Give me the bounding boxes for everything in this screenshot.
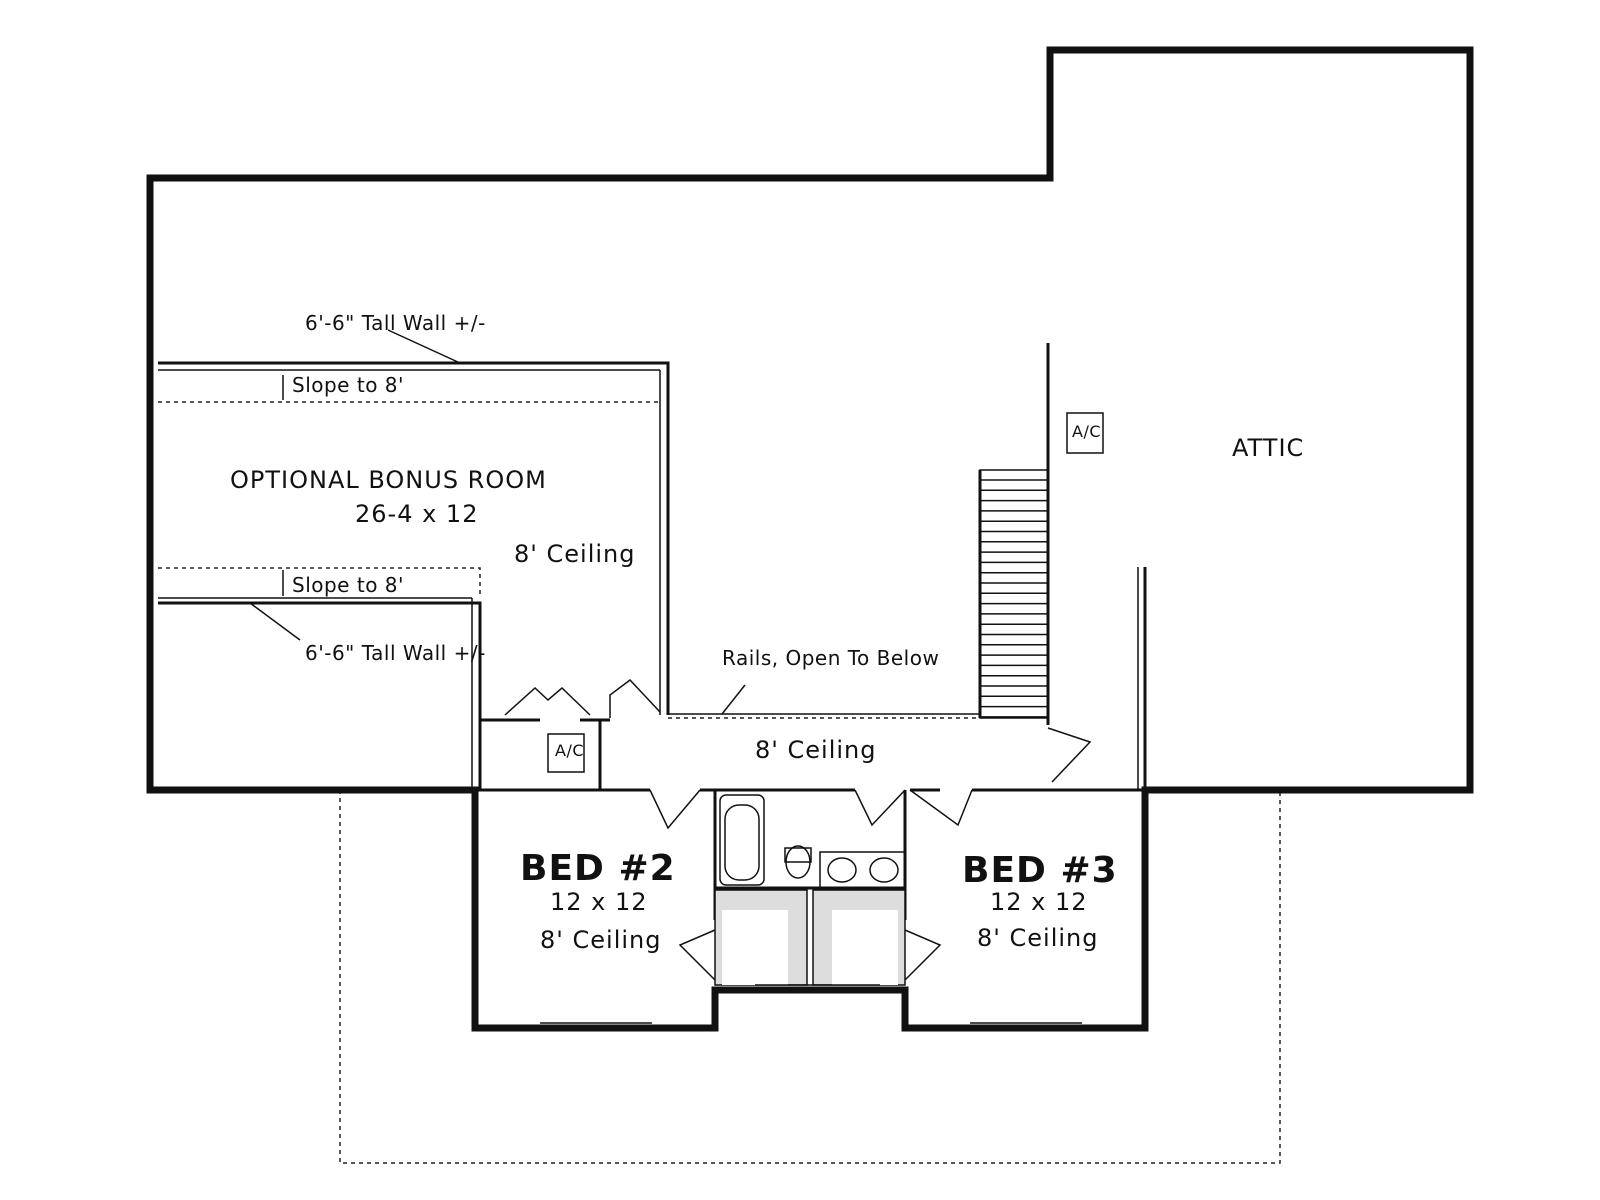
- rails-note: Rails, Open To Below: [722, 646, 939, 670]
- hall-ceiling: 8' Ceiling: [755, 736, 876, 764]
- slope-line-bottom: [158, 567, 481, 598]
- bed2-ceiling: 8' Ceiling: [540, 926, 661, 954]
- bed2-name: BED #2: [520, 848, 676, 889]
- closet-door-right: [904, 929, 942, 981]
- bonus-room-name: OPTIONAL BONUS ROOM: [230, 466, 547, 494]
- tall-wall-top-arrow: [387, 329, 461, 364]
- tall-wall-bottom-arrow: [249, 602, 301, 641]
- bed3-name: BED #3: [962, 850, 1118, 891]
- ac-closet-wall: [480, 718, 610, 790]
- sink-left: [827, 857, 857, 883]
- closet-door: [504, 686, 591, 716]
- slope-bottom-note: Slope to 8': [292, 573, 404, 597]
- exterior-wall: [146, 46, 1474, 1032]
- bed3-door: [909, 789, 973, 827]
- bath-door: [854, 789, 906, 827]
- tall-wall-bottom-note: 6'-6" Tall Wall +/-: [305, 641, 486, 665]
- sink-right: [869, 857, 899, 883]
- storage-wall: [158, 601, 482, 790]
- rails-arrow: [721, 684, 746, 715]
- ac-attic-label: A/C: [1072, 422, 1101, 441]
- bonus-door: [609, 678, 661, 718]
- tall-wall-top-note: 6'-6" Tall Wall +/-: [305, 311, 486, 335]
- bed2-size: 12 x 12: [550, 888, 648, 916]
- bed3-size: 12 x 12: [990, 888, 1088, 916]
- bed2-door: [649, 789, 701, 830]
- attic-door: [1047, 727, 1092, 783]
- attic-name: ATTIC: [1232, 434, 1304, 462]
- closet-door-left: [678, 929, 716, 981]
- ac-hall-label: A/C: [555, 741, 584, 760]
- porch-outline: [339, 790, 1281, 1164]
- staircase: [978, 343, 1050, 725]
- bathtub-inner: [724, 804, 760, 881]
- slope-top-note: Slope to 8': [292, 373, 404, 397]
- vanity: [819, 851, 906, 889]
- bed3-ceiling: 8' Ceiling: [977, 924, 1098, 952]
- toilet: [784, 845, 812, 879]
- bonus-room-ceiling: 8' Ceiling: [514, 540, 635, 568]
- ac-unit-attic: [1066, 412, 1104, 454]
- bonus-room-size: 26-4 x 12: [355, 500, 478, 528]
- bathtub: [719, 794, 765, 886]
- ac-unit-hall: [547, 733, 585, 773]
- bonus-room-wall: [158, 361, 670, 715]
